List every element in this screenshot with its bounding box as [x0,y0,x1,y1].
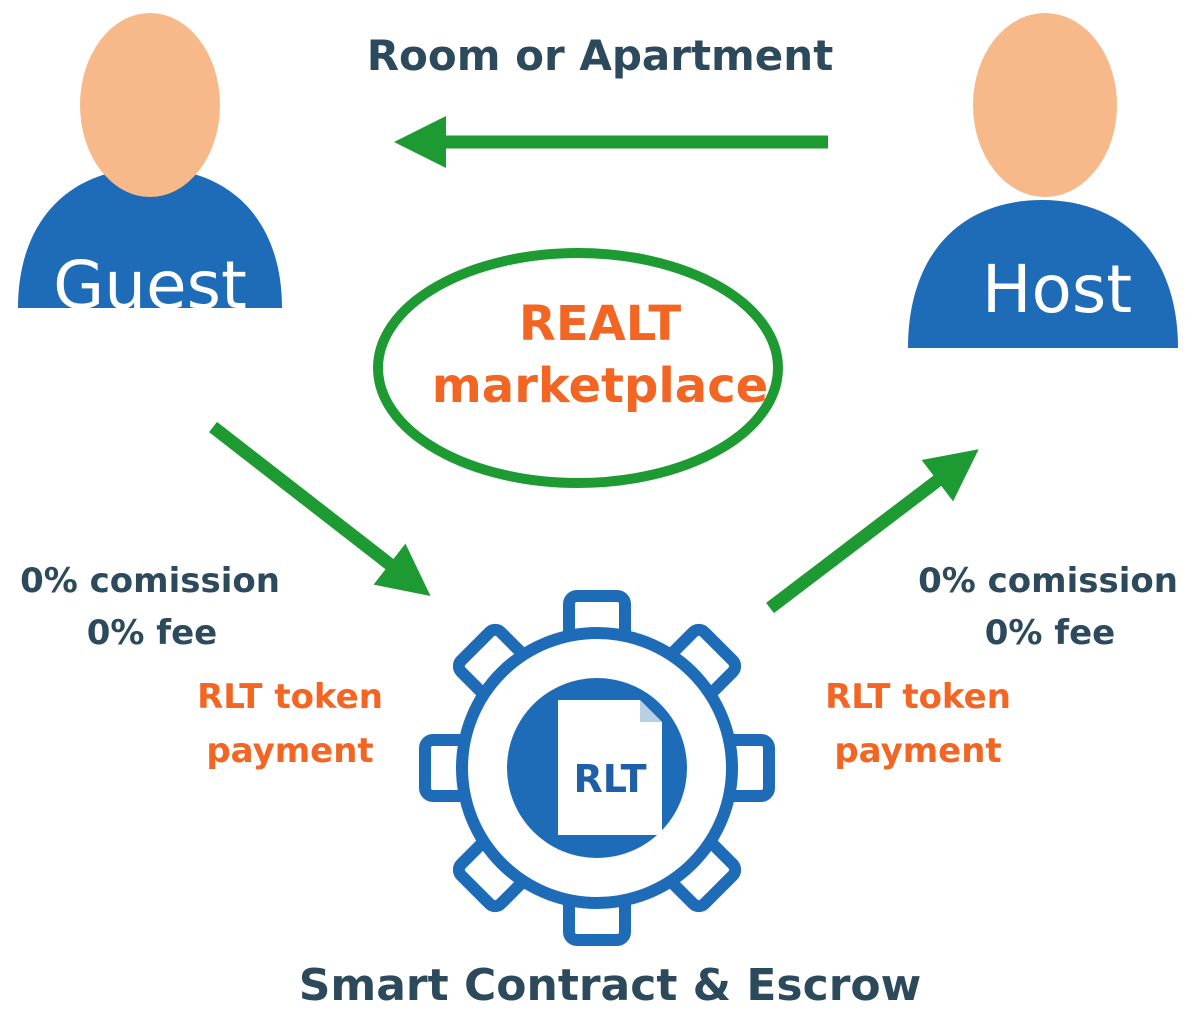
host-person-icon [908,13,1178,348]
left-terms-fee: 0% fee [87,613,217,653]
host-label: Host [982,251,1132,328]
bottom-label: Smart Contract & Escrow [299,960,922,1011]
arrow-contract-to-host [766,449,979,614]
right-payment-token: RLT token [825,677,1011,717]
left-payment-label: payment [206,731,373,771]
top-label: Room or Apartment [367,31,834,80]
right-payment-label: payment [834,731,1001,771]
document-icon [558,700,662,835]
guest-person-icon [18,13,282,308]
right-terms-fee: 0% fee [985,613,1115,653]
right-terms-commission: 0% comission [918,561,1178,601]
left-terms-commission: 0% comission [20,561,280,601]
left-payment-token: RLT token [197,677,383,717]
marketplace-title: REALT [519,296,682,352]
marketplace-ellipse [373,248,783,488]
marketplace-subtitle: marketplace [432,358,768,414]
arrow-guest-to-contract [209,421,431,596]
guest-label: Guest [53,247,247,324]
token-label: RLT [573,757,646,801]
